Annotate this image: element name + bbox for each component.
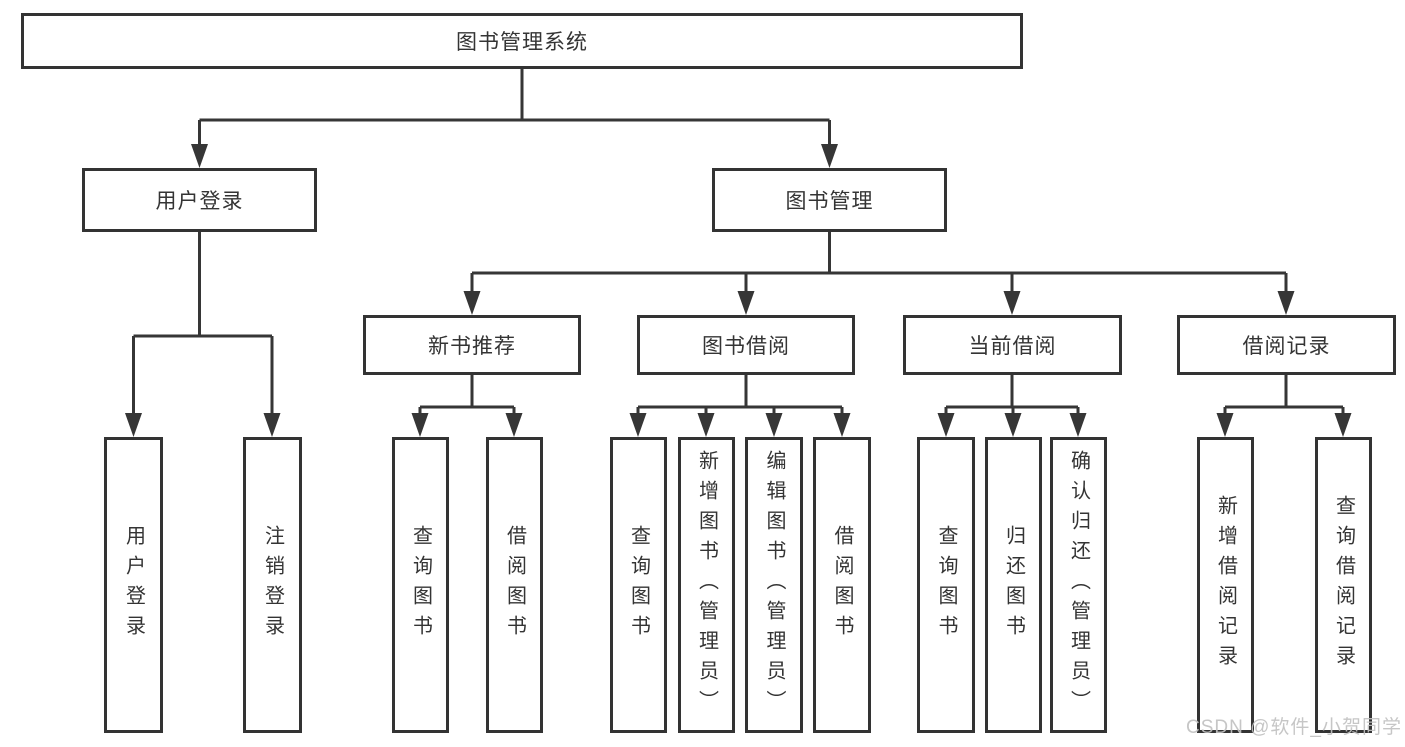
node-user-login-leaf: 用户登录 (104, 437, 163, 733)
node-borrowing-records: 借阅记录 (1177, 315, 1396, 375)
watermark: CSDN @软件_小贺同学 (1186, 717, 1402, 738)
node-cb-return-books: 归还图书 (985, 437, 1042, 733)
node-library-management-system: 图书管理系统 (21, 13, 1023, 69)
node-current-borrowing: 当前借阅 (903, 315, 1122, 375)
node-book-management: 图书管理 (712, 168, 947, 232)
node-br-add-record: 新增借阅记录 (1197, 437, 1254, 733)
node-cb-confirm-return-admin: 确认归还（管理员） (1050, 437, 1107, 733)
node-bb-query-books: 查询图书 (610, 437, 667, 733)
node-bb-add-books-admin: 新增图书（管理员） (678, 437, 735, 733)
node-cb-query-books: 查询图书 (917, 437, 975, 733)
node-nb-borrow-books: 借阅图书 (486, 437, 543, 733)
node-bb-edit-books-admin: 编辑图书（管理员） (745, 437, 803, 733)
node-bb-borrow-books: 借阅图书 (813, 437, 871, 733)
node-nb-query-books: 查询图书 (392, 437, 449, 733)
node-user-login: 用户登录 (82, 168, 317, 232)
node-logout-leaf: 注销登录 (243, 437, 302, 733)
node-br-query-record: 查询借阅记录 (1315, 437, 1372, 733)
node-new-book-recommend: 新书推荐 (363, 315, 581, 375)
tree-edges (132, 69, 1345, 415)
node-book-borrowing: 图书借阅 (637, 315, 855, 375)
